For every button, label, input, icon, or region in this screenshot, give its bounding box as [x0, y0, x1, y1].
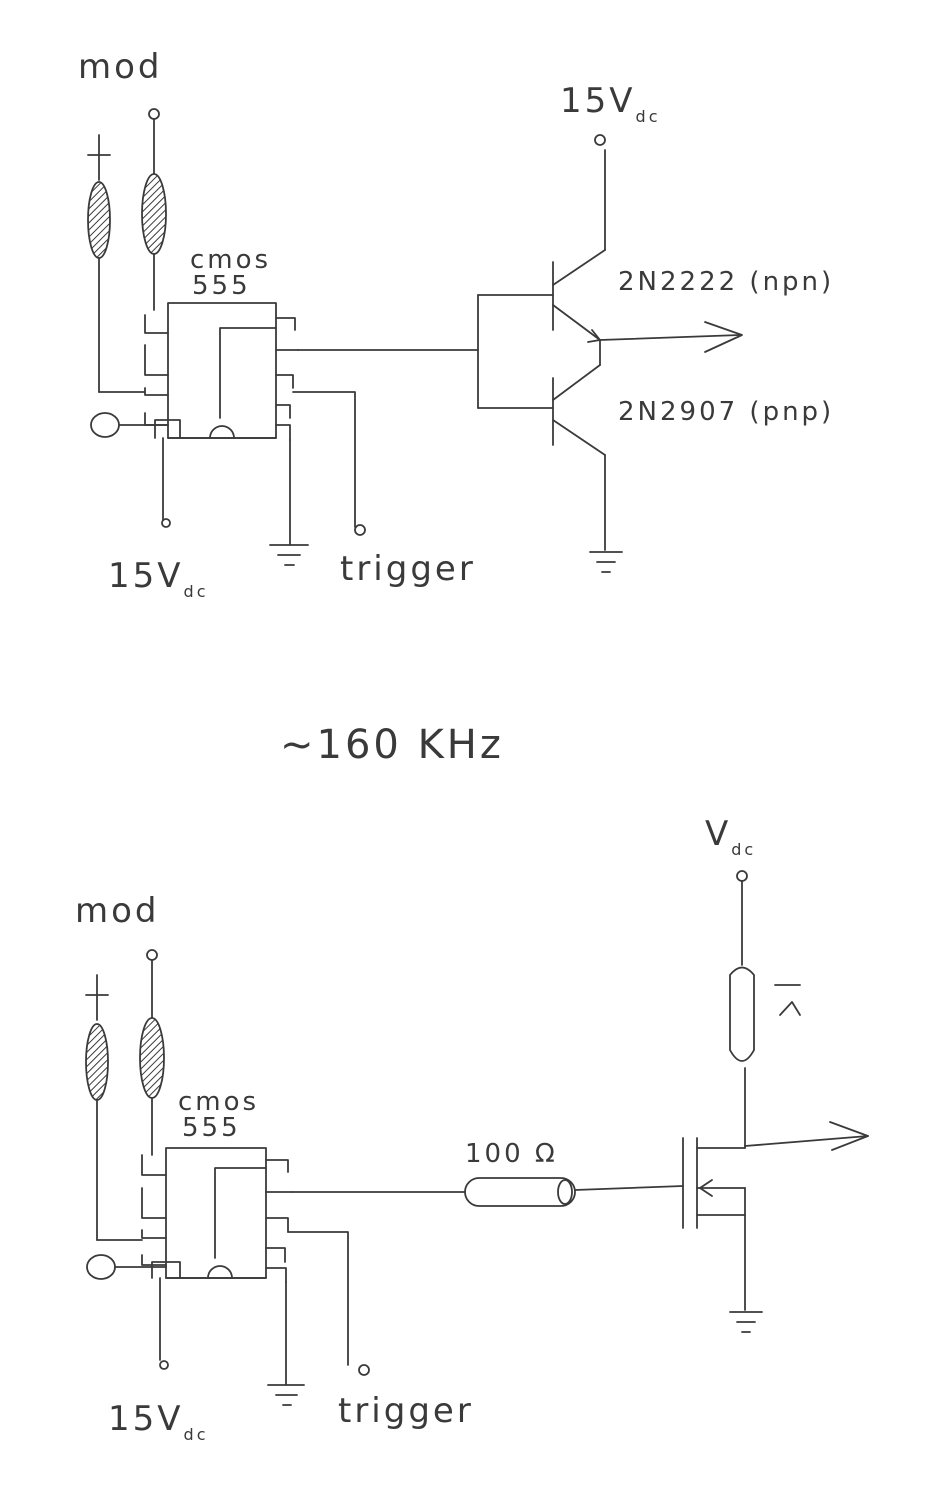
out-supply-label: 15Vdc — [560, 81, 660, 126]
ground-icon — [267, 1281, 305, 1406]
frequency-label: ~160 KHz — [280, 722, 504, 768]
mosfet-transistor — [682, 1067, 746, 1311]
circuit-bottom: mod cmos 555 — [75, 814, 869, 1444]
mod-resistor — [139, 949, 165, 1156]
out-supply-label: Vdc — [705, 814, 756, 859]
npn-label: 2N2222 (npn) — [618, 267, 834, 297]
ground-icon — [589, 551, 623, 573]
pnp-transistor: 2N2907 (pnp) — [552, 364, 834, 551]
ic-label-line2: 555 — [192, 271, 251, 301]
ground-icon — [269, 439, 309, 566]
mod-label: mod — [78, 47, 163, 87]
pnp-label: 2N2907 (pnp) — [618, 397, 834, 427]
output-arrow-icon — [599, 321, 743, 366]
npn-transistor: 15Vdc 2N2222 (npn) — [552, 81, 834, 343]
left-resistor — [87, 134, 111, 393]
circuit-top: mod cmos 555 — [78, 47, 834, 601]
load-component: Vdc — [705, 814, 801, 1062]
trigger-label: trigger — [340, 549, 476, 589]
input-node — [90, 391, 169, 438]
resistor-label: 100 Ω — [465, 1139, 558, 1169]
ic-label-line1: cmos — [190, 245, 271, 275]
mod-resistor — [141, 108, 167, 311]
supply-label: 15Vdc — [108, 1399, 208, 1444]
output-arrow-icon — [744, 1121, 869, 1151]
cmos-555-chip — [141, 1147, 293, 1283]
left-resistor — [85, 974, 109, 1241]
ic-label-line1: cmos — [178, 1087, 259, 1117]
cmos-555-chip — [144, 302, 299, 441]
mod-label: mod — [75, 891, 160, 931]
ic-label-line2: 555 — [182, 1113, 241, 1143]
supply-label: 15Vdc — [108, 556, 208, 601]
gate-resistor: 100 Ω — [291, 1139, 684, 1207]
input-node — [86, 1239, 167, 1280]
ground-icon — [729, 1311, 763, 1333]
trigger-label: trigger — [338, 1391, 474, 1431]
